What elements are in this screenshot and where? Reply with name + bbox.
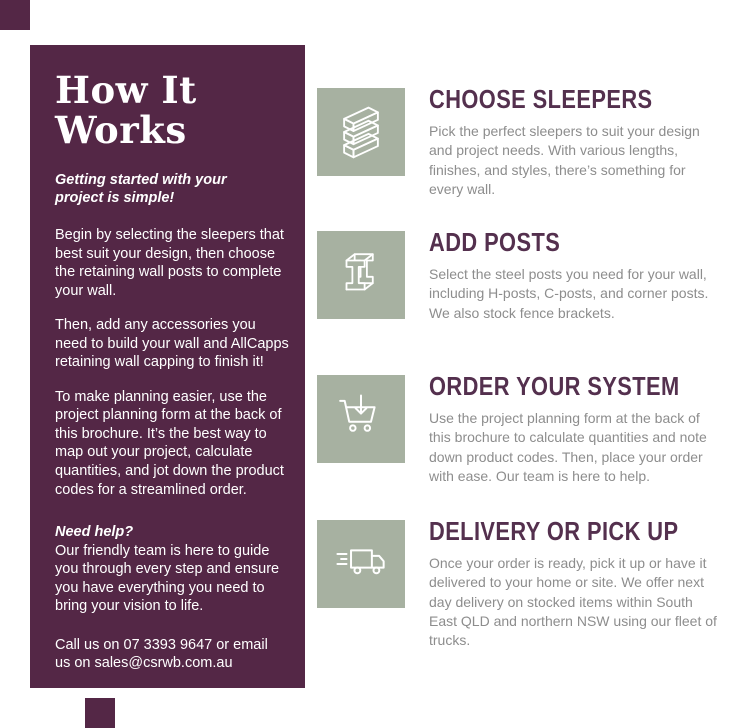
step-choose-sleepers: CHOOSE SLEEPERS Pick the perfect sleeper…	[317, 84, 719, 199]
need-help-label: Need help?	[55, 524, 134, 541]
step-2-icon-box	[317, 231, 405, 319]
step-4-content: DELIVERY OR PICK UP Once your order is r…	[429, 516, 719, 651]
step-3-icon-box	[317, 375, 405, 463]
bottom-accent-square	[85, 698, 115, 728]
cart-download-icon	[339, 394, 376, 432]
intro-paragraph-1: Begin by selecting the sleepers that bes…	[55, 227, 284, 299]
step-4-title: DELIVERY OR PICK UP	[429, 516, 679, 546]
step-2-description: Select the steel posts you need for your…	[429, 266, 709, 321]
step-4-description: Once your order is ready, pick it up or …	[429, 555, 717, 649]
page-title: How It Works	[55, 68, 197, 152]
steel-post-icon	[345, 253, 374, 291]
delivery-truck-icon	[336, 549, 385, 575]
step-1-content: CHOOSE SLEEPERS Pick the perfect sleeper…	[429, 84, 719, 199]
step-4-icon-box	[317, 520, 405, 608]
intro-paragraph-2: Then, add any accessories you need to bu…	[55, 317, 289, 371]
step-add-posts: ADD POSTS Select the steel posts you nee…	[317, 227, 719, 323]
need-help-text: Our friendly team is here to guide you t…	[55, 542, 280, 615]
contact-info: Call us on 07 3393 9647 or email us on s…	[55, 636, 268, 672]
top-corner-accent-square	[0, 0, 30, 30]
step-2-title: ADD POSTS	[429, 227, 561, 257]
step-3-content: ORDER YOUR SYSTEM Use the project planni…	[429, 371, 719, 486]
intro-tagline: Getting started with your project is sim…	[55, 171, 227, 207]
intro-paragraph-3: To make planning easier, use the project…	[55, 388, 284, 498]
step-2-content: ADD POSTS Select the steel posts you nee…	[429, 227, 719, 323]
step-3-title: ORDER YOUR SYSTEM	[429, 371, 680, 401]
step-3-description: Use the project planning form at the bac…	[429, 410, 707, 484]
step-delivery-or-pick-up: DELIVERY OR PICK UP Once your order is r…	[317, 516, 719, 651]
intro-panel: How It Works Getting started with your p…	[30, 45, 305, 688]
step-1-title: CHOOSE SLEEPERS	[429, 84, 653, 114]
sleepers-icon	[343, 106, 379, 159]
step-1-description: Pick the perfect sleepers to suit your d…	[429, 123, 700, 197]
step-1-icon-box	[317, 88, 405, 176]
step-order-your-system: ORDER YOUR SYSTEM Use the project planni…	[317, 371, 719, 486]
